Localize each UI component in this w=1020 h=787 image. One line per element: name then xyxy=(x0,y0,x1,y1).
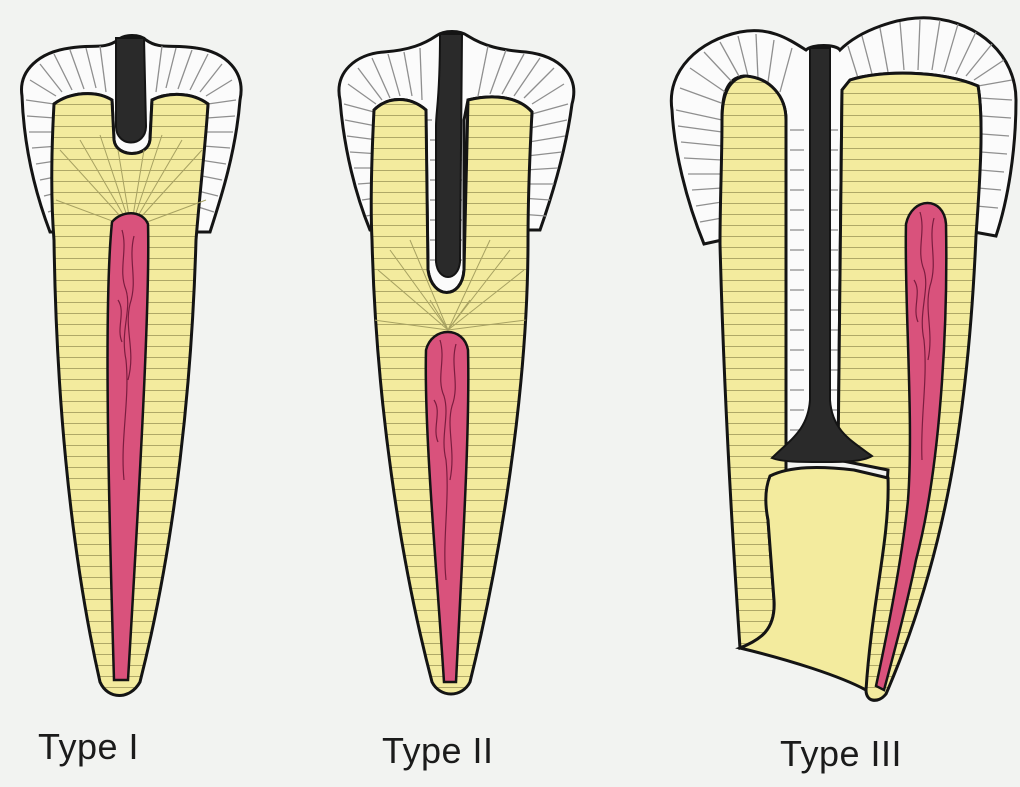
caption-type-1: Type I xyxy=(38,726,139,768)
tooth-type-1 xyxy=(22,36,242,696)
caption-type-2: Type II xyxy=(382,730,494,772)
caption-type-3: Type III xyxy=(780,733,902,775)
tooth-type-3 xyxy=(671,18,1016,701)
lesion-1 xyxy=(116,38,146,143)
lesion-2 xyxy=(436,34,462,277)
tooth-type-2 xyxy=(339,32,574,695)
